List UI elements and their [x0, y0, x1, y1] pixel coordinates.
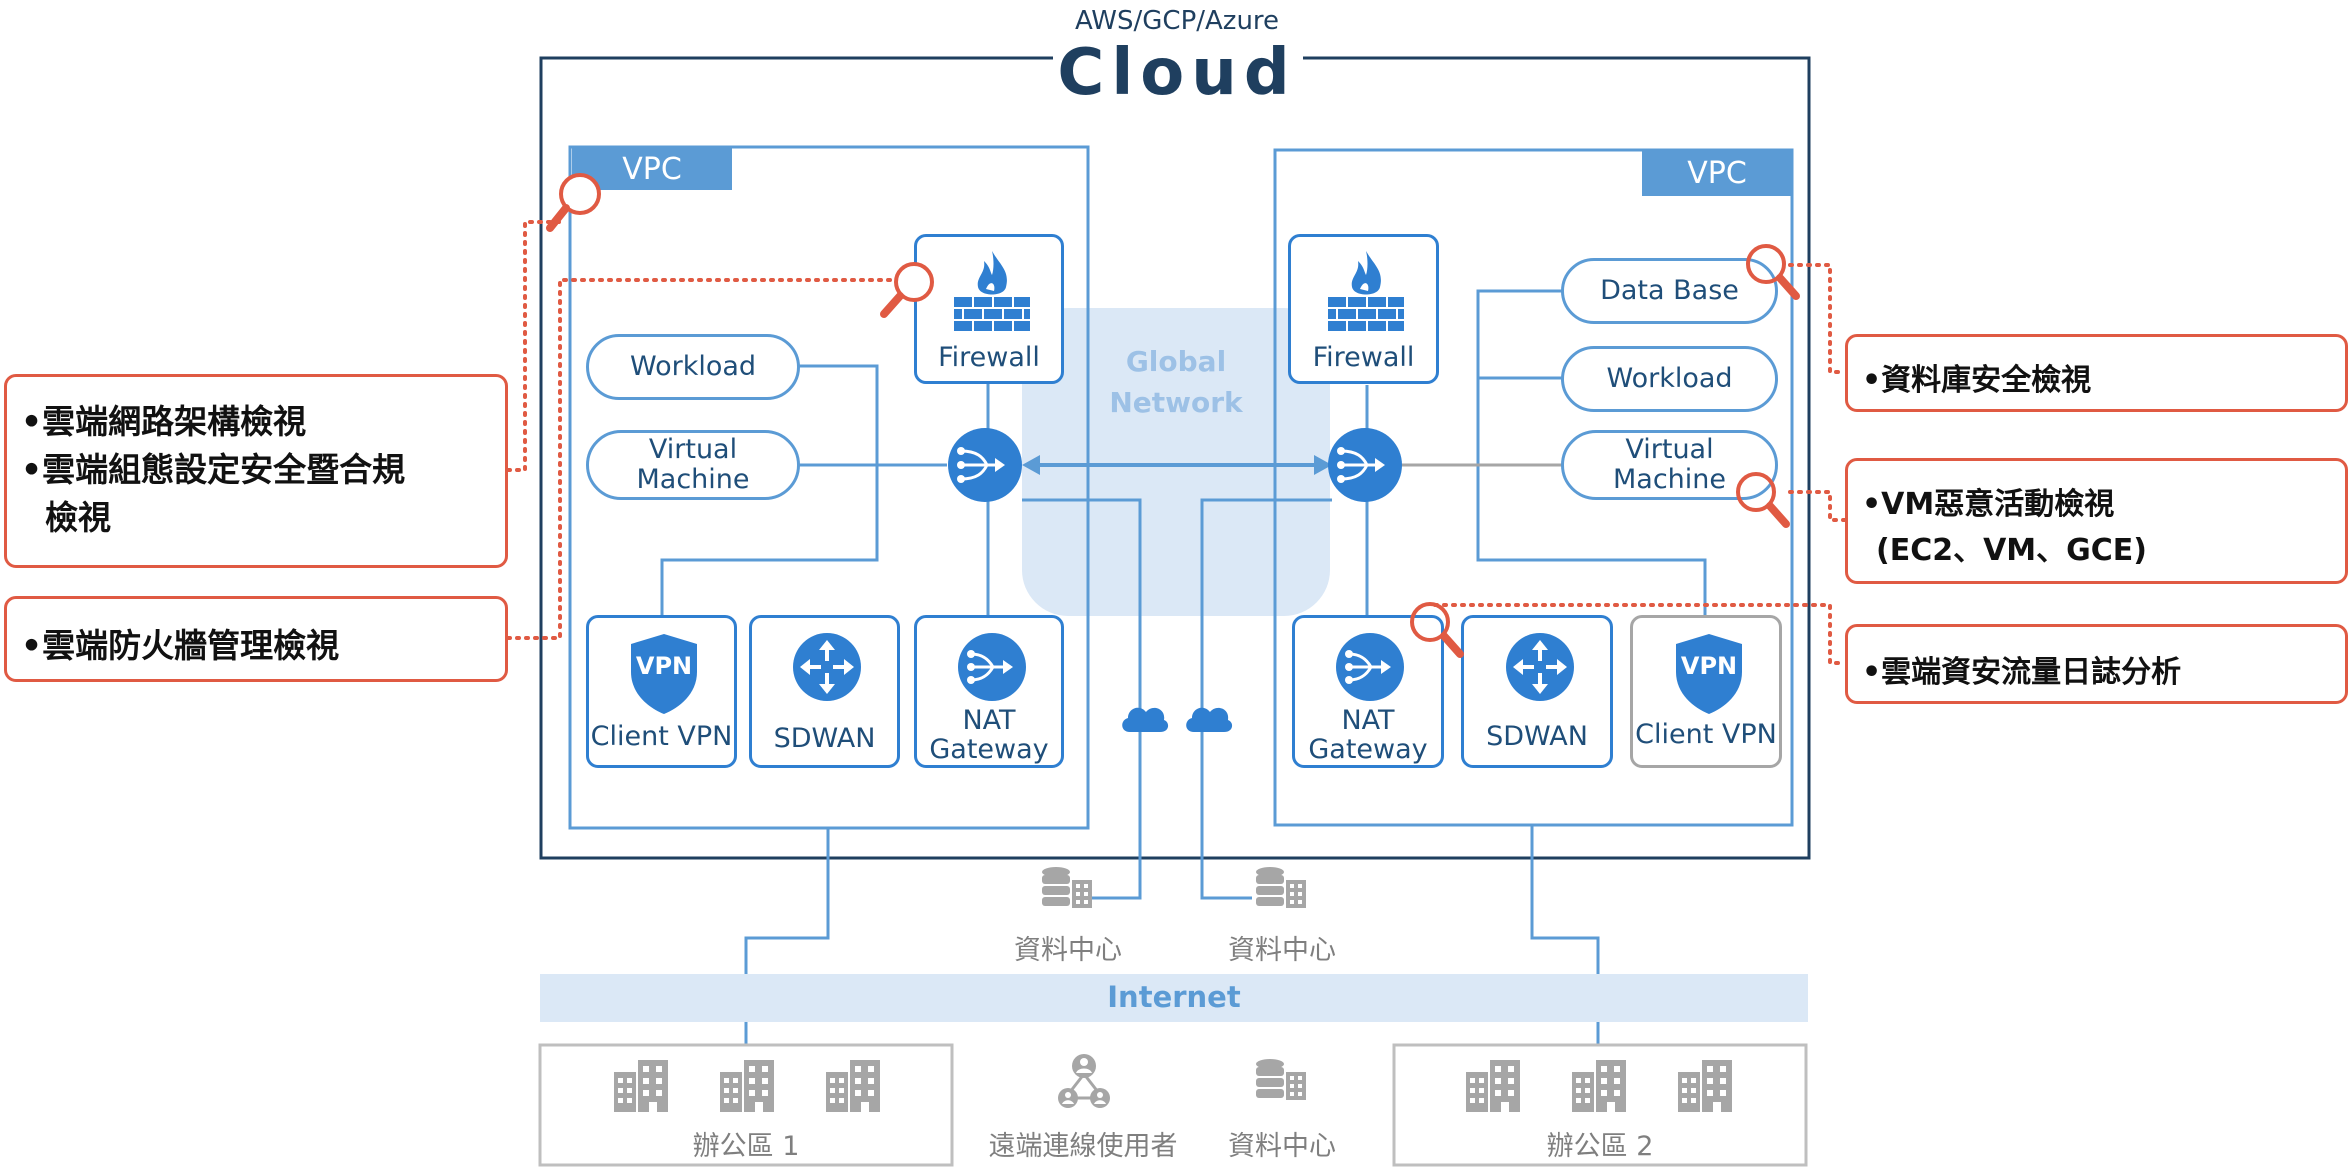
left-client-vpn-label: Client VPN [590, 721, 733, 752]
left-nat-gateway-card[interactable]: NAT Gateway [914, 615, 1064, 768]
left-router-icon[interactable] [947, 427, 1023, 503]
datacenter-icon [1256, 1059, 1306, 1100]
global-network-line2: Network [1109, 385, 1243, 419]
callout-traffic-log: •雲端資安流量日誌分析 [1845, 624, 2348, 704]
building-icon [720, 1060, 774, 1112]
right-router-icon[interactable] [1327, 427, 1403, 503]
right-nat-gateway-label: NAT Gateway [1295, 706, 1441, 764]
nat-gateway-icon [1336, 633, 1404, 701]
cloud-icon [1186, 707, 1233, 732]
right-database[interactable]: Data Base [1561, 258, 1778, 324]
callout-db-text: •資料庫安全檢視 [1862, 363, 2092, 398]
callout-vm-line1: •VM惡意活動檢視 [1862, 487, 2115, 522]
vpn-shield-icon [631, 634, 697, 714]
left-sdwan-card[interactable]: SDWAN [749, 615, 900, 768]
right-sdwan-card[interactable]: SDWAN [1461, 615, 1613, 768]
right-virtual-machine[interactable]: Virtual Machine [1561, 430, 1778, 500]
cloud-icon [1122, 707, 1169, 732]
left-vm-line2: Machine [636, 464, 750, 495]
left-datacenter-label: 資料中心 [1014, 935, 1122, 966]
callout-database-security: •資料庫安全檢視 [1845, 334, 2348, 412]
left-nat-line2: Gateway [929, 734, 1049, 766]
callout-network-architecture: •雲端網路架構檢視 •雲端組態設定安全暨合規 檢視 [4, 374, 508, 568]
left-vpc-tag: VPC [572, 148, 732, 190]
left-workload[interactable]: Workload [586, 334, 800, 400]
right-nat-line2: Gateway [1308, 734, 1428, 766]
right-sdwan-label: SDWAN [1486, 721, 1588, 752]
callout-network-line2: •雲端組態設定安全暨合規 [21, 450, 406, 489]
office2-label: 辦公區 2 [1546, 1131, 1654, 1162]
callout-vm-line2: (EC2、VM、GCE) [1876, 533, 2148, 568]
magnifier-icon [1410, 602, 1464, 658]
left-firewall-label: Firewall [938, 342, 1040, 373]
callout-firewall-text: •雲端防火牆管理檢視 [21, 626, 340, 665]
left-nat-line1: NAT [962, 705, 1016, 736]
internet-band [540, 974, 1808, 1022]
magnifier-icon [546, 173, 601, 232]
right-workload[interactable]: Workload [1561, 346, 1778, 412]
building-icon [826, 1060, 880, 1112]
right-nat-line1: NAT [1341, 705, 1395, 736]
magnifier-icon [1736, 472, 1790, 528]
firewall-icon [954, 251, 1030, 331]
magnifier-icon [880, 262, 934, 318]
right-vpc-tag: VPC [1642, 151, 1792, 196]
sdwan-icon [793, 633, 861, 701]
right-vpn-badge: VPN [1680, 652, 1738, 680]
callout-network-line1: •雲端網路架構檢視 [21, 402, 307, 441]
remote-users-icon [1058, 1054, 1110, 1108]
cloud-providers: AWS/GCP/Azure [1074, 6, 1280, 36]
left-nat-gateway-label: NAT Gateway [917, 706, 1061, 764]
callout-firewall-management: •雲端防火牆管理檢視 [4, 596, 508, 682]
office1-label: 辦公區 1 [692, 1131, 800, 1162]
callout-network-line3: 檢視 [45, 498, 111, 537]
vpn-shield-icon [1676, 634, 1742, 714]
right-nat-gateway-card[interactable]: NAT Gateway [1292, 615, 1444, 768]
left-client-vpn-card[interactable]: VPN Client VPN [586, 615, 737, 768]
right-vm-line2: Machine [1612, 464, 1727, 495]
remote-users-label: 遠端連線使用者 [988, 1131, 1178, 1162]
global-network-label: Global Network [1090, 342, 1262, 423]
magnifier-icon [1746, 244, 1800, 300]
right-firewall-label: Firewall [1312, 342, 1415, 373]
office1-box [538, 1043, 954, 1167]
building-icon [1572, 1060, 1626, 1112]
right-client-vpn-label: Client VPN [1635, 719, 1777, 750]
right-vm-line1: Virtual [1625, 433, 1714, 465]
callout-vm-activity: •VM惡意活動檢視 (EC2、VM、GCE) [1845, 458, 2348, 584]
right-client-vpn-card[interactable]: VPN Client VPN [1630, 615, 1782, 768]
cloud-title-gap [1053, 40, 1303, 80]
left-virtual-machine[interactable]: Virtual Machine [586, 430, 800, 500]
building-icon [1466, 1060, 1520, 1112]
office2-box [1392, 1043, 1808, 1167]
callout-traffic-text: •雲端資安流量日誌分析 [1862, 655, 2182, 690]
right-datacenter-label: 資料中心 [1228, 935, 1336, 966]
left-firewall-card[interactable]: Firewall [914, 234, 1064, 384]
firewall-icon [1328, 251, 1404, 331]
building-icon [614, 1060, 668, 1112]
cloud-title: Cloud [1057, 36, 1297, 110]
datacenter-icon [1042, 867, 1092, 908]
right-firewall-card[interactable]: Firewall [1288, 234, 1439, 384]
sdwan-icon [1506, 633, 1574, 701]
nat-gateway-icon [958, 633, 1026, 701]
left-vm-line1: Virtual [648, 433, 738, 465]
bottom-datacenter-label: 資料中心 [1228, 1131, 1336, 1162]
datacenter-icon [1256, 867, 1306, 908]
global-network-line1: Global [1125, 345, 1227, 378]
internet-label: Internet [1107, 980, 1241, 1014]
global-network-area [1022, 308, 1330, 616]
building-icon [1678, 1060, 1732, 1112]
left-sdwan-label: SDWAN [773, 723, 876, 754]
left-vpn-badge: VPN [635, 652, 693, 680]
